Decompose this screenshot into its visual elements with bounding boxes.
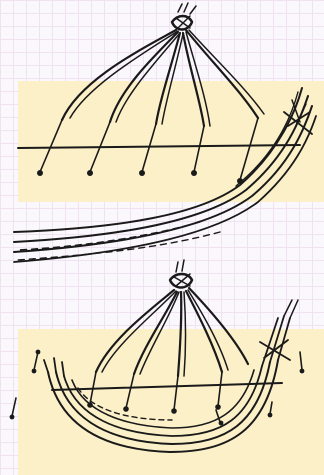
bottom-knot [170,260,192,288]
top-pins [37,118,258,184]
bottom-pins [87,372,223,425]
bottom-u-bundle [44,300,298,452]
bottom-fan-strands [96,288,248,376]
top-knot [172,3,196,30]
top-right-bundle [14,88,316,262]
top-baseline [18,145,300,148]
top-figure [14,3,316,262]
bottom-figure [10,260,305,452]
top-fan-strands [62,30,264,126]
